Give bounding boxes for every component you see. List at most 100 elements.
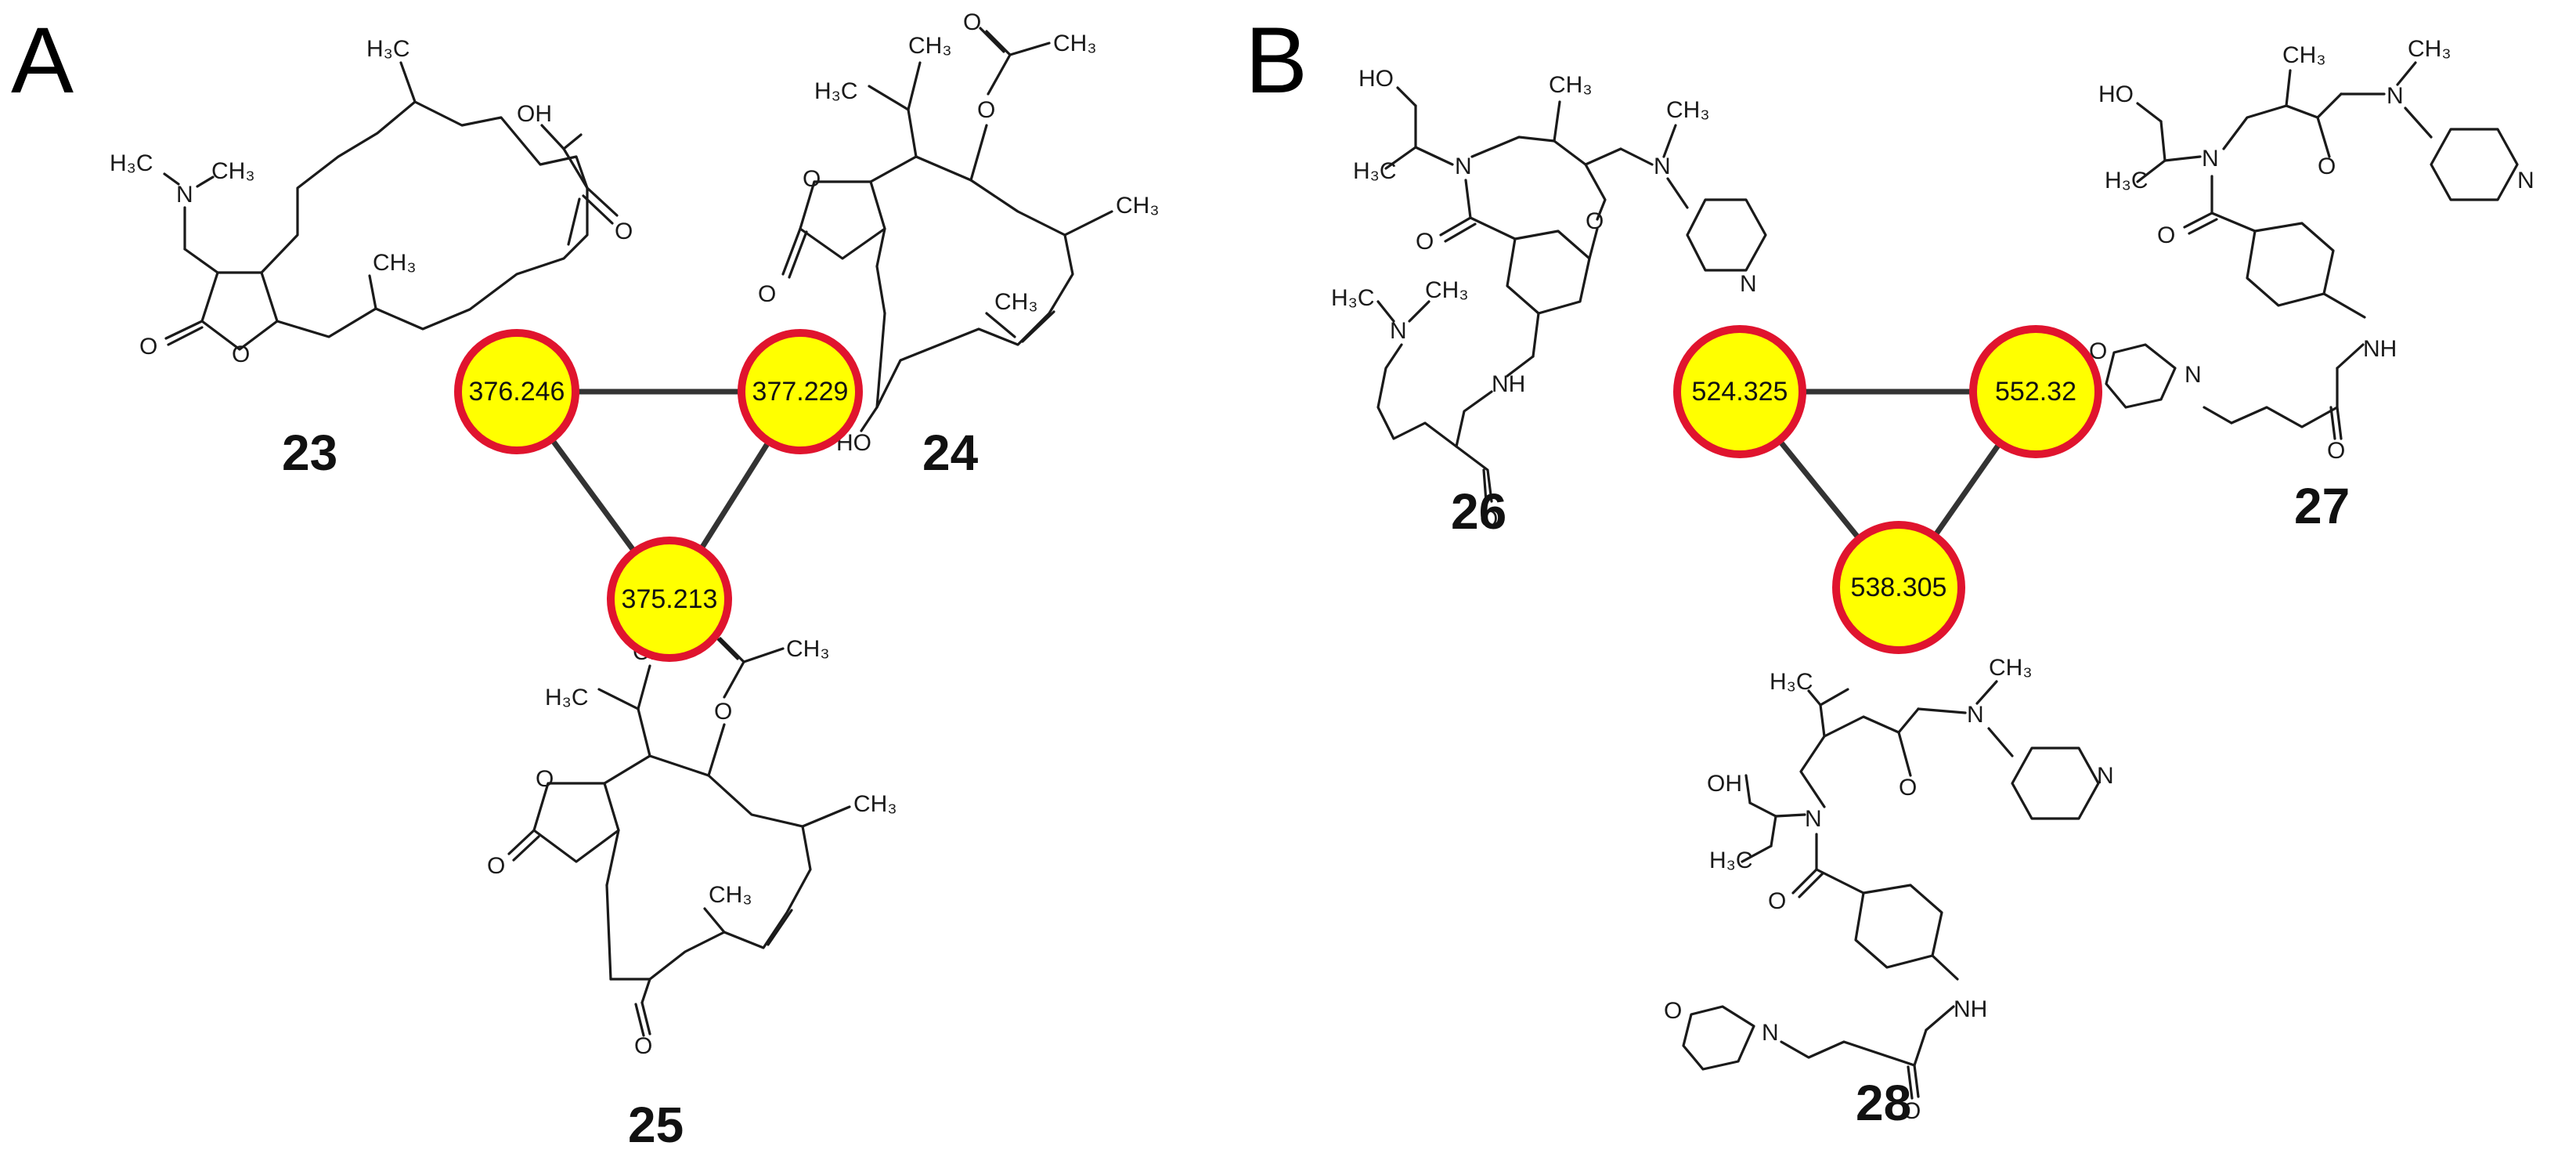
atom-label: O [1416, 229, 1434, 255]
atom-label: CH₃ [1053, 31, 1097, 56]
node-circle [1832, 521, 1965, 654]
atom-label: O [487, 853, 505, 879]
atom-label: CH₃ [786, 636, 830, 662]
atom-label: CH₃ [2282, 42, 2326, 68]
network-a: 376.246 377.229 375.213 [454, 329, 863, 662]
atom-label: O [2318, 154, 2336, 179]
atom-label: O [1768, 888, 1786, 914]
atom-label: N [2387, 83, 2404, 109]
atom-label: OH [1707, 771, 1742, 797]
atom-label: N [1805, 806, 1822, 832]
node-mass-label: 538.305 [1851, 573, 1947, 602]
atom-label: NH [1492, 371, 1525, 397]
compound-number-26: 26 [1451, 483, 1506, 540]
atom-label: O [1899, 775, 1917, 801]
atom-label: O [714, 699, 732, 725]
atom-label: O [615, 219, 633, 244]
network-node[interactable]: 377.229 [738, 329, 863, 454]
atom-label: H₃C [1353, 158, 1397, 184]
atom-label: HO [1358, 66, 1394, 92]
atom-label: CH₃ [211, 158, 255, 184]
atom-label: N [176, 182, 193, 208]
atom-label: O [963, 9, 981, 35]
atom-label: O [1586, 208, 1604, 234]
panel-label-b: B [1245, 8, 1308, 113]
atom-label: N [2517, 168, 2535, 193]
atom-label: CH₃ [1989, 655, 2033, 681]
structure-25: O O H₃C CH₃ O O CH₃ CH₃ CH₃ O [487, 616, 897, 1059]
structure-26: HO H₃C N CH₃ N CH₃ N O O NH O N H₃C [1331, 66, 1767, 532]
structure-28: H₃C OH H₃C N N CH₃ N O O NH O N [1664, 655, 2114, 1124]
node-circle [607, 537, 732, 662]
atom-label: N [1967, 702, 1984, 728]
node-mass-label: 524.325 [1692, 377, 1788, 407]
compound-number-27: 27 [2294, 478, 2350, 534]
atom-label: H₃C [110, 150, 153, 176]
atom-label: H₃C [1331, 285, 1375, 311]
atom-label: N [1740, 271, 1757, 297]
atom-label: N [1654, 154, 1671, 179]
atom-label: O [536, 766, 554, 792]
node-circle [738, 329, 863, 454]
network-node[interactable]: 376.246 [454, 329, 579, 454]
network-node[interactable]: 524.325 [1673, 325, 1806, 458]
atom-label: O [803, 166, 821, 192]
node-circle [1969, 325, 2102, 458]
atom-label: O [139, 334, 157, 360]
compound-number-28: 28 [1856, 1075, 1911, 1131]
atom-label: CH₃ [1116, 193, 1160, 219]
atom-label: N [1390, 318, 1407, 344]
atom-label: H₃C [1709, 848, 1753, 873]
node-circle [1673, 325, 1806, 458]
atom-label: CH₃ [2408, 36, 2452, 62]
atom-label: H₃C [1770, 669, 1813, 695]
compound-number-24: 24 [922, 425, 979, 481]
atom-label: H₃C [814, 78, 858, 104]
atom-label: N [1455, 154, 1472, 179]
atom-label: N [1762, 1020, 1779, 1046]
node-mass-label: 375.213 [622, 584, 718, 614]
node-mass-label: 552.32 [1995, 377, 2076, 407]
atom-label: O [2089, 338, 2107, 364]
atom-label: NH [1954, 996, 1987, 1022]
atom-label: O [1480, 506, 1498, 532]
atom-label: NH [2363, 336, 2397, 362]
network-b: 524.325 552.32 538.305 [1673, 325, 2102, 654]
atom-label: CH₃ [1666, 97, 1710, 123]
atom-label: CH₃ [853, 791, 897, 817]
panel-label-a: A [11, 8, 74, 113]
atom-label: O [977, 97, 995, 123]
atom-label: CH₃ [373, 250, 417, 276]
atom-label: CH₃ [994, 289, 1038, 315]
node-circle [454, 329, 579, 454]
atom-label: CH₃ [908, 33, 952, 59]
atom-label: O [634, 1033, 652, 1059]
atom-label: OH [517, 101, 552, 127]
atom-label: O [2327, 438, 2345, 464]
network-node[interactable]: 538.305 [1832, 521, 1965, 654]
compound-number-23: 23 [282, 425, 337, 481]
atom-label: N [2185, 362, 2202, 388]
structure-23: H₃C N CH₃ O O H₃C CH₃ OH O [110, 36, 633, 367]
atom-label: CH₃ [709, 882, 752, 908]
atom-label: CH₃ [1549, 72, 1593, 98]
structure-27: HO H₃C N CH₃ N CH₃ N O O NH O N O [2089, 36, 2535, 464]
atom-label: HO [2098, 81, 2134, 107]
atom-label: H₃C [545, 685, 589, 710]
node-mass-label: 377.229 [752, 377, 849, 407]
atom-label: O [1664, 998, 1682, 1024]
atom-label: O [232, 342, 250, 367]
network-node[interactable]: 375.213 [607, 537, 732, 662]
atom-label: O [2157, 222, 2175, 248]
atom-label: H₃C [2105, 168, 2148, 193]
atom-label: N [2202, 146, 2219, 172]
atom-label: O [1903, 1098, 1921, 1124]
network-node[interactable]: 552.32 [1969, 325, 2102, 458]
atom-label: N [2097, 763, 2114, 789]
atom-label: CH₃ [1425, 277, 1469, 303]
atom-label: H₃C [366, 36, 410, 62]
node-mass-label: 376.246 [469, 377, 565, 407]
compound-number-25: 25 [628, 1097, 684, 1153]
